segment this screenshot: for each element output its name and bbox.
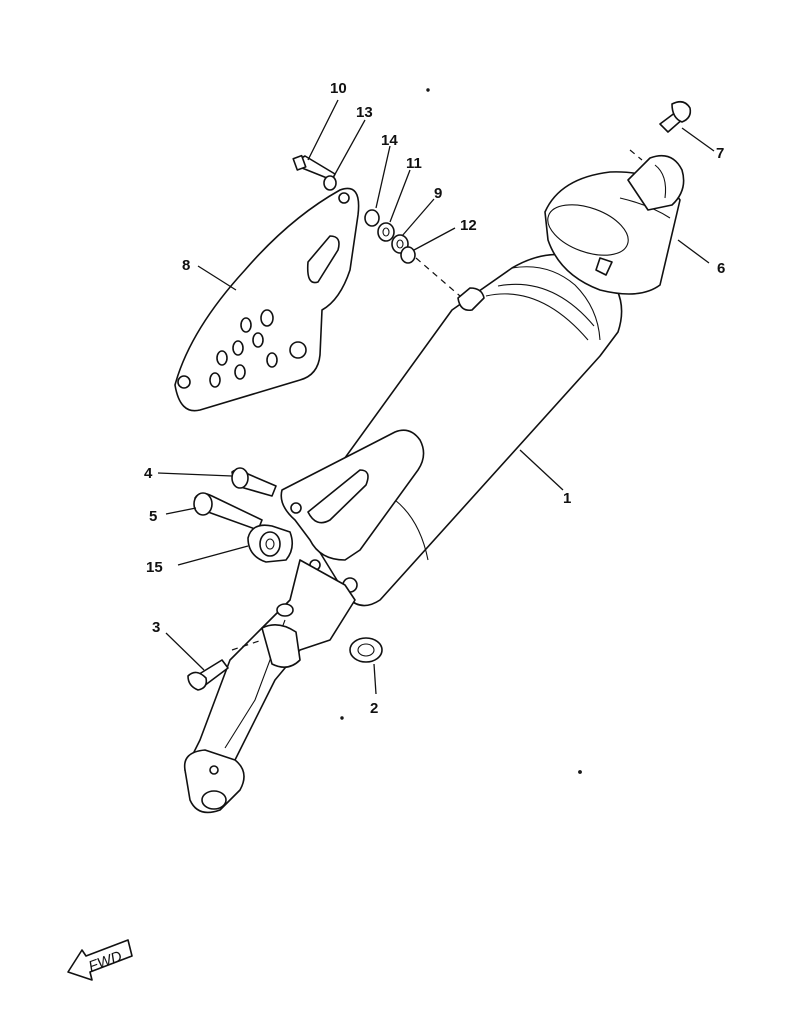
callout-4: 4 — [144, 465, 153, 482]
callout-5: 5 — [149, 508, 157, 525]
exhaust-header-pipe — [183, 559, 356, 814]
damper-15 — [247, 524, 294, 563]
gasket-2 — [349, 637, 383, 663]
assembly-line-b — [231, 639, 263, 651]
tail-tip — [627, 154, 685, 211]
washer-13 — [323, 175, 337, 191]
callout-9: 9 — [434, 185, 442, 202]
callout-7: 7 — [716, 145, 724, 162]
callout-14: 14 — [381, 132, 398, 149]
callout-1: 1 — [563, 490, 571, 507]
assembly-line-a — [415, 257, 461, 297]
leader-lines — [157, 99, 715, 695]
heat-shield — [174, 187, 360, 412]
assembly-line-c — [629, 149, 643, 161]
fwd-arrow-icon: FWD — [67, 939, 133, 981]
bolt-5 — [193, 492, 263, 531]
callout-10: 10 — [330, 80, 347, 97]
fwd-label: FWD — [86, 948, 124, 976]
callout-8: 8 — [182, 257, 190, 274]
grommet-11 — [377, 222, 395, 242]
screw-7 — [659, 100, 692, 133]
callout-12: 12 — [460, 217, 477, 234]
callout-11: 11 — [406, 155, 422, 172]
callout-15: 15 — [146, 559, 163, 576]
nut-12 — [400, 246, 416, 264]
collar-14 — [364, 209, 380, 227]
callout-3: 3 — [152, 619, 160, 636]
callout-6: 6 — [717, 260, 725, 277]
bolt-4 — [231, 467, 277, 497]
callout-2: 2 — [370, 700, 378, 717]
bolt-3 — [187, 659, 229, 691]
callout-13: 13 — [356, 104, 373, 121]
